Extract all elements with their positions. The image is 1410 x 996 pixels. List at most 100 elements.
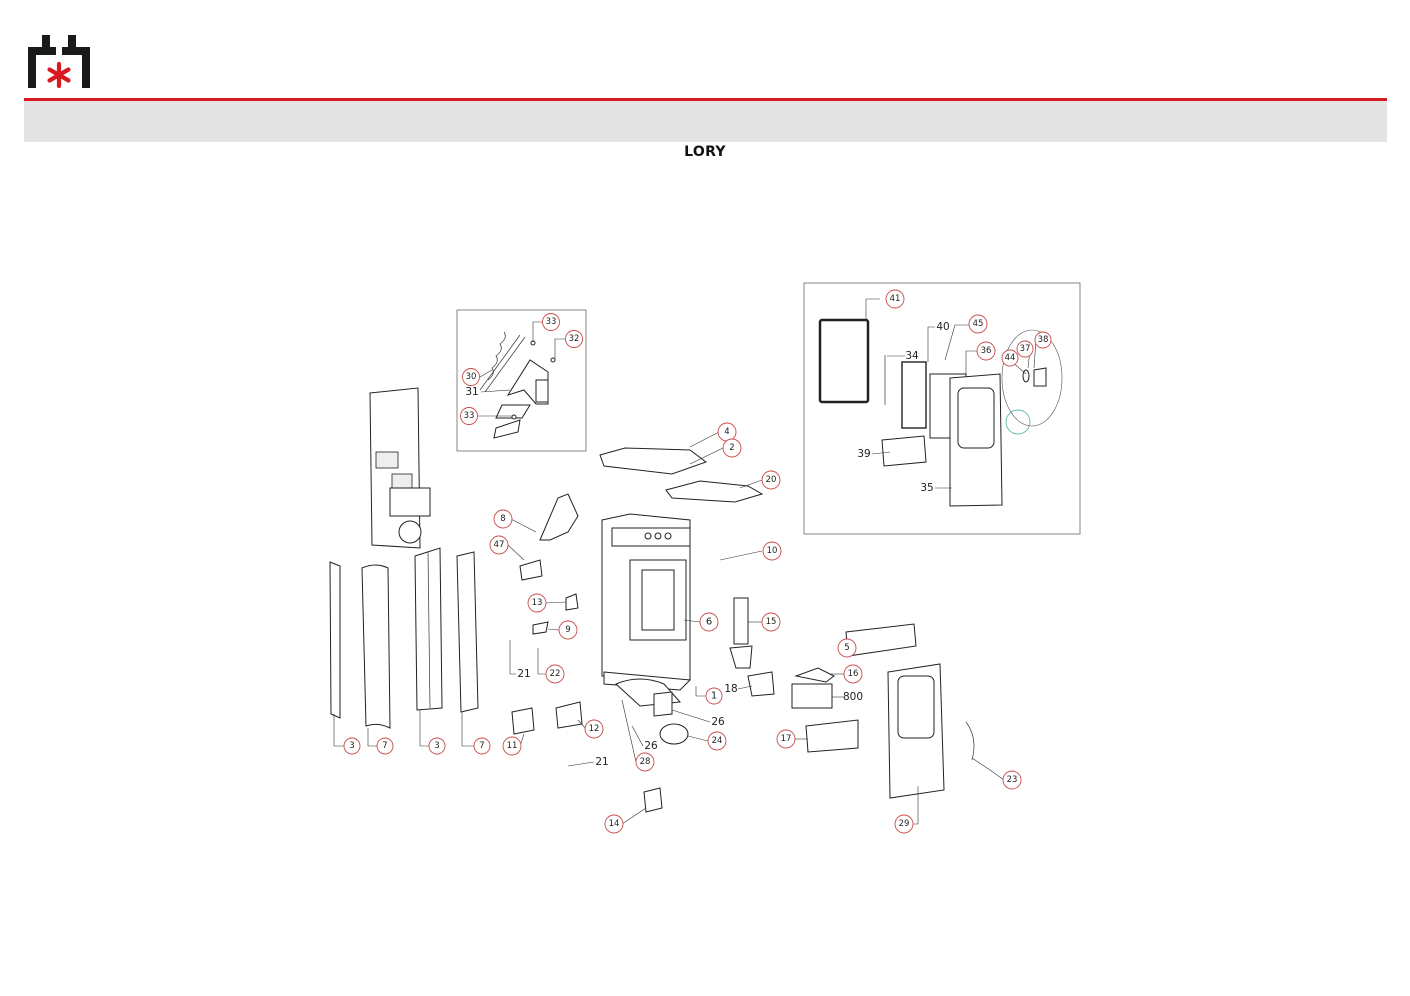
svg-text:4: 4: [724, 427, 729, 437]
part-13: [565, 593, 579, 611]
callout-16: 16: [843, 664, 863, 684]
callout-21a: 21: [517, 668, 530, 680]
svg-text:30: 30: [466, 372, 477, 382]
part-800: [791, 683, 833, 709]
callout-29: 29: [894, 814, 914, 834]
callout-5: 5: [837, 638, 857, 658]
svg-text:34: 34: [905, 350, 919, 362]
callout-30: 30: [462, 368, 480, 386]
callout-28: 28: [635, 752, 655, 772]
svg-text:29: 29: [899, 819, 910, 829]
part-47: [519, 559, 543, 581]
callout-13: 13: [527, 593, 547, 613]
callout-7b: 7: [473, 737, 491, 755]
svg-text:7: 7: [382, 741, 387, 751]
callout-2: 2: [722, 438, 742, 458]
brand-logo-icon: [28, 35, 90, 89]
callout-45: 45: [968, 314, 988, 334]
svg-text:800: 800: [843, 691, 863, 703]
auger-chute-8: [539, 493, 579, 541]
auger-assembly: [479, 331, 556, 439]
svg-text:21: 21: [595, 756, 608, 768]
part-14: [643, 787, 663, 813]
callout-6: 6: [699, 612, 719, 632]
svg-text:3: 3: [434, 741, 439, 751]
svg-text:23: 23: [1007, 775, 1018, 785]
callout-4: 4: [717, 422, 737, 442]
part-18: [747, 671, 775, 697]
callout-18: 18: [724, 683, 737, 695]
callout-31: 31: [465, 386, 478, 398]
svg-text:32: 32: [569, 334, 580, 344]
svg-text:9: 9: [565, 625, 570, 635]
callout-40: 40: [936, 321, 949, 333]
svg-text:20: 20: [766, 475, 777, 485]
callout-37: 37: [1016, 340, 1034, 358]
callout-15: 15: [761, 612, 781, 632]
header-red-rule: [24, 98, 1387, 101]
callout-3b: 3: [428, 737, 446, 755]
svg-text:17: 17: [781, 734, 792, 744]
svg-text:13: 13: [532, 598, 543, 608]
callout-9: 9: [558, 620, 578, 640]
svg-text:16: 16: [848, 669, 859, 679]
svg-text:6: 6: [706, 617, 712, 628]
svg-text:45: 45: [973, 319, 984, 329]
part-16: [794, 667, 835, 683]
callout-20: 20: [761, 470, 781, 490]
front-door-29: [887, 663, 945, 799]
svg-text:5: 5: [844, 643, 849, 653]
callout-800: 800: [843, 691, 863, 703]
callout-38: 38: [1034, 331, 1052, 349]
svg-text:8: 8: [500, 514, 505, 524]
svg-text:44: 44: [1005, 353, 1016, 363]
model-title: LORY: [684, 144, 726, 160]
svg-text:10: 10: [767, 546, 778, 556]
side-panel: [369, 387, 431, 549]
svg-text:7: 7: [479, 741, 484, 751]
svg-text:26: 26: [644, 740, 658, 752]
callout-21b: 21: [595, 756, 608, 768]
svg-text:2: 2: [729, 443, 734, 453]
callout-3a: 3: [343, 737, 361, 755]
svg-text:26: 26: [711, 716, 725, 728]
svg-text:47: 47: [494, 540, 505, 550]
svg-text:35: 35: [920, 482, 933, 494]
callout-35: 35: [920, 482, 933, 494]
svg-text:37: 37: [1020, 344, 1031, 354]
callout-8: 8: [493, 509, 513, 529]
callout-39: 39: [857, 448, 870, 460]
svg-text:39: 39: [857, 448, 870, 460]
callout-47: 47: [489, 535, 509, 555]
callout-44: 44: [1001, 349, 1019, 367]
svg-text:33: 33: [546, 317, 557, 327]
callout-12: 12: [584, 719, 604, 739]
callout-7a: 7: [376, 737, 394, 755]
svg-text:28: 28: [640, 757, 651, 767]
header-grey-band: [24, 101, 1387, 142]
svg-text:11: 11: [507, 741, 518, 751]
grille-5: [845, 623, 917, 657]
svg-text:18: 18: [724, 683, 737, 695]
svg-text:14: 14: [609, 819, 620, 829]
callout-26b: 26: [644, 740, 658, 752]
svg-text:31: 31: [465, 386, 478, 398]
part-11: [511, 707, 535, 735]
top-lid-20: [665, 480, 764, 503]
callout-34: 34: [905, 350, 919, 362]
auger-inset-box: [456, 309, 587, 452]
svg-text:36: 36: [981, 346, 992, 356]
side-trims: [329, 547, 479, 729]
callout-36: 36: [976, 341, 996, 361]
svg-text:24: 24: [712, 736, 723, 746]
leader-lines: [333, 298, 1037, 825]
callout-33a: 33: [542, 313, 560, 331]
callout-33b: 33: [460, 407, 478, 425]
svg-text:41: 41: [890, 294, 901, 304]
svg-text:1: 1: [711, 691, 717, 702]
stove-body: [601, 513, 692, 691]
callout-23: 23: [1002, 770, 1022, 790]
callout-11: 11: [502, 736, 522, 756]
svg-text:33: 33: [464, 411, 475, 421]
